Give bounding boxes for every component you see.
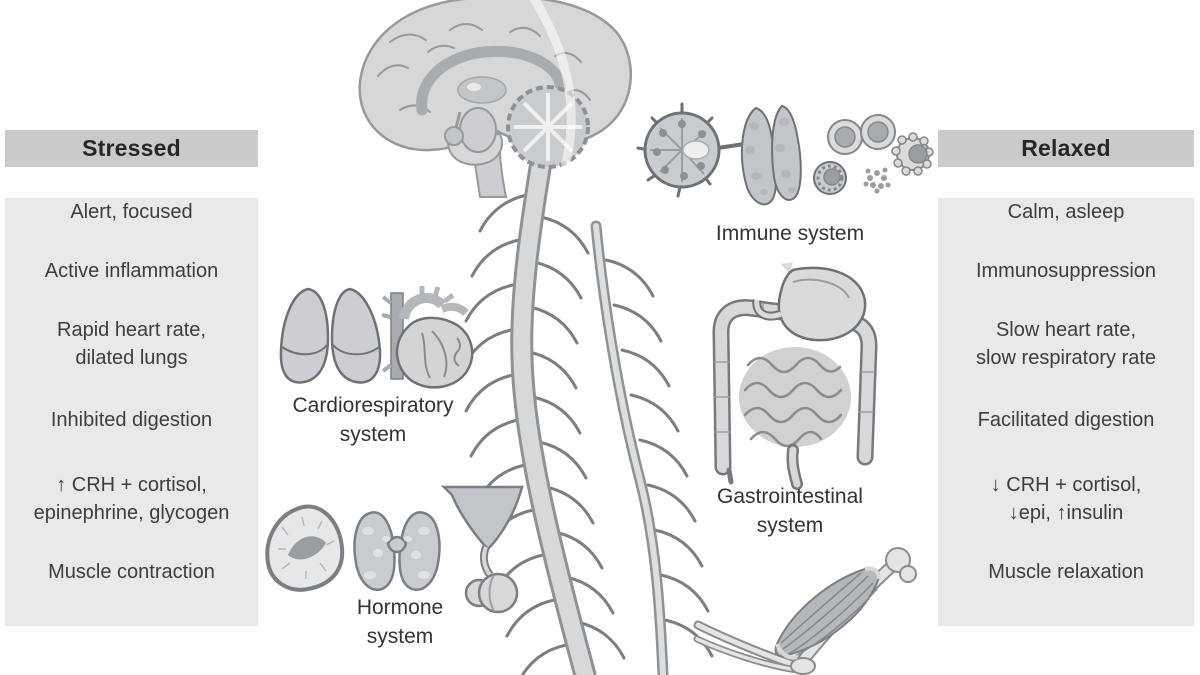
relaxed-item-text: slow respiratory rate: [975, 347, 1157, 369]
relaxed-item-text: ↓ CRH + cortisol,: [990, 474, 1142, 496]
relaxed-item-text: ↓epi, ↑insulin: [1008, 502, 1124, 524]
hormone-system-label: Hormone system: [285, 593, 515, 651]
stressed-item-text: Alert, focused: [70, 201, 193, 223]
relaxed-panel-body: Calm, asleep Immunosuppression Slow hear…: [938, 198, 1194, 626]
relaxed-item-heart-rate: Slow heart rate, slow respiratory rate: [938, 316, 1194, 372]
stomach-icon: [752, 262, 867, 342]
gastrointestinal-system-label: Gastrointestinal system: [670, 482, 910, 540]
immune-system-label-text: Immune system: [715, 222, 865, 245]
relaxed-panel-header: Relaxed: [938, 130, 1194, 167]
brain-icon: [358, 0, 633, 198]
musculoskeletal-illustration: [693, 543, 943, 675]
brain-illustration: [330, 0, 650, 198]
gastrointestinal-label-text: Gastrointestinal: [717, 485, 863, 508]
stressed-item-muscle: Muscle contraction: [5, 558, 258, 586]
stressed-item-text: epinephrine, glycogen: [33, 502, 230, 524]
immune-cells-icon: [813, 114, 934, 195]
stressed-item-text: ↑ CRH + cortisol,: [56, 474, 207, 496]
stressed-item-alert: Alert, focused: [5, 198, 258, 226]
stressed-item-text: Active inflammation: [44, 260, 219, 282]
hormone-label-text: system: [366, 625, 434, 648]
relaxed-item-digestion: Facilitated digestion: [938, 406, 1194, 434]
cardiorespiratory-label-text: Cardiorespiratory: [292, 394, 454, 417]
relaxed-item-calm: Calm, asleep: [938, 198, 1194, 226]
cardiorespiratory-label-text: system: [339, 423, 407, 446]
gastrointestinal-illustration: [693, 262, 898, 490]
cardiorespiratory-illustration: [272, 283, 482, 395]
hormone-label-text: Hormone: [356, 596, 444, 619]
spinal-cord-illustration: [430, 138, 730, 675]
relaxed-item-text: Facilitated digestion: [977, 409, 1155, 431]
heart-icon: [381, 286, 474, 389]
relaxed-item-text: Calm, asleep: [1007, 201, 1125, 223]
gastrointestinal-label-text: system: [756, 514, 824, 537]
pituitary-gland-icon: [440, 485, 524, 614]
relaxed-item-text: Immunosuppression: [975, 260, 1157, 282]
relaxed-item-muscle: Muscle relaxation: [938, 558, 1194, 586]
immune-illustration: [630, 92, 934, 217]
lungs-icon: [279, 287, 382, 384]
ruffled-cell-icon: [891, 132, 934, 176]
cardiorespiratory-system-label: Cardiorespiratory system: [258, 391, 488, 449]
relaxed-panel: Relaxed Calm, asleep Immunosuppression S…: [938, 130, 1194, 626]
stressed-panel-title: Stressed: [82, 135, 181, 161]
immune-system-label: Immune system: [670, 219, 910, 248]
relaxed-item-immunosuppression: Immunosuppression: [938, 257, 1194, 285]
adrenal-gland-icon: [265, 504, 345, 592]
small-intestine-icon: [739, 347, 851, 490]
lymph-node-icon: [636, 102, 753, 198]
stressed-item-text: Rapid heart rate,: [57, 319, 206, 341]
stressed-item-text: Muscle contraction: [48, 561, 215, 583]
stressed-item-text: dilated lungs: [75, 347, 188, 369]
watermark-swoosh: [529, 0, 576, 169]
relaxed-item-text: Muscle relaxation: [988, 561, 1144, 583]
stressed-item-inflammation: Active inflammation: [5, 257, 258, 285]
stressed-panel-body: Alert, focused Active inflammation Rapid…: [5, 198, 258, 626]
hormone-illustration: [258, 483, 533, 633]
stressed-item-heart-rate: Rapid heart rate, dilated lungs: [5, 316, 258, 372]
stressed-panel-header: Stressed: [5, 130, 258, 167]
stressed-item-hormones: ↑ CRH + cortisol, epinephrine, glycogen: [5, 471, 258, 527]
relaxed-panel-title: Relaxed: [1021, 135, 1111, 161]
bone-icon: [693, 547, 917, 675]
thyroid-icon: [353, 511, 441, 592]
spinal-cord-icon: [462, 138, 714, 675]
stressed-item-digestion: Inhibited digestion: [5, 406, 258, 434]
stressed-item-text: Inhibited digestion: [50, 409, 213, 431]
relaxed-item-hormones: ↓ CRH + cortisol, ↓epi, ↑insulin: [938, 471, 1194, 527]
muscle-icon: [774, 566, 881, 660]
stressed-panel: Stressed Alert, focused Active inflammat…: [5, 130, 258, 626]
relaxed-item-text: Slow heart rate,: [995, 319, 1137, 341]
thymus-icon: [740, 104, 802, 206]
